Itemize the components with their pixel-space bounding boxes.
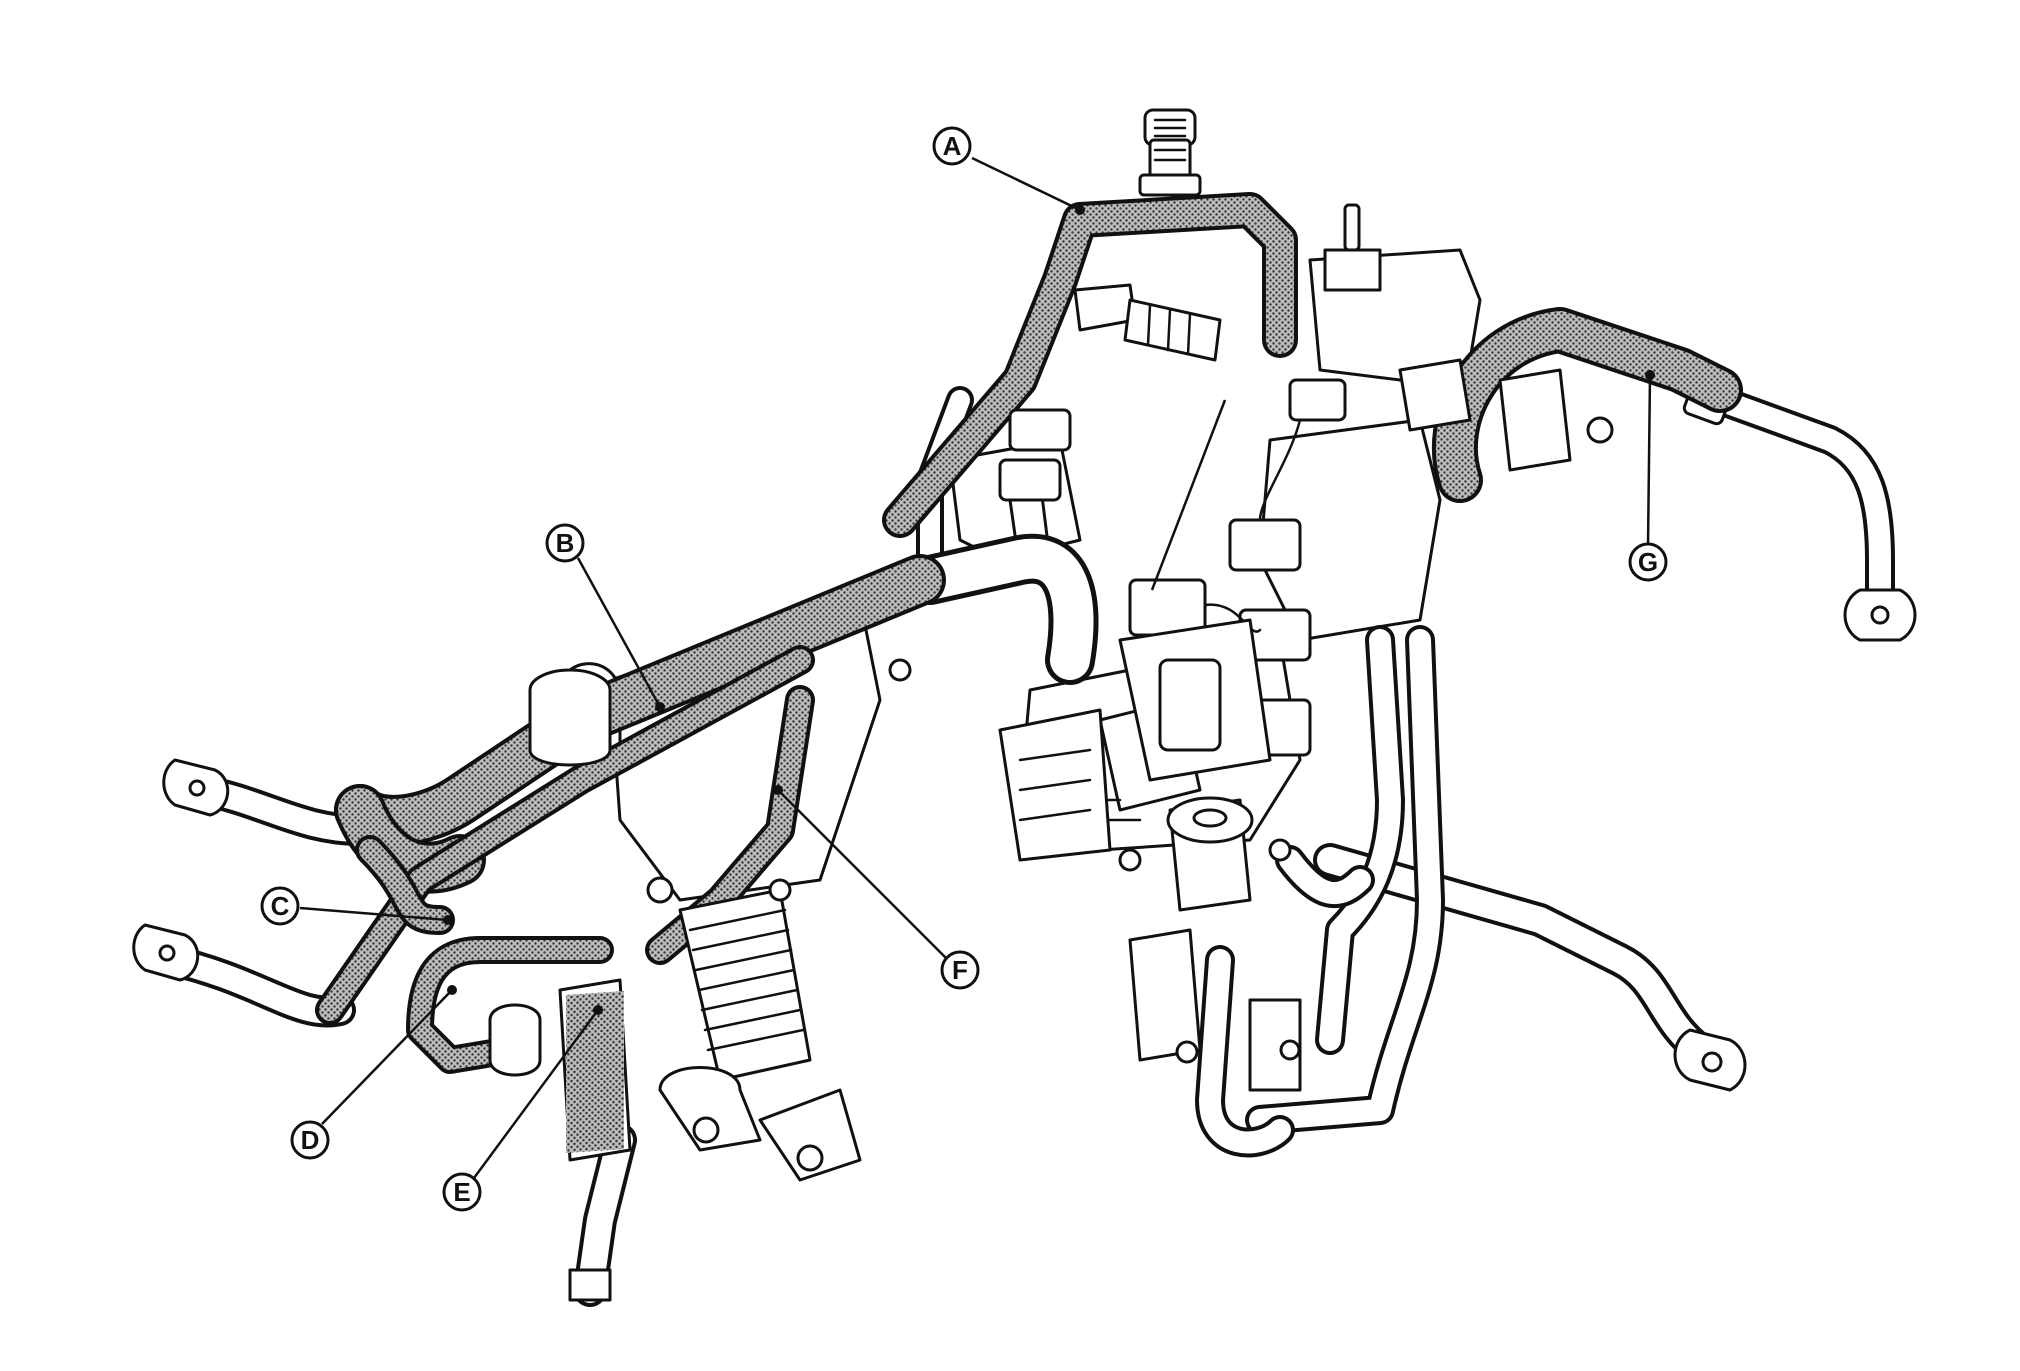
lower-clamp [658, 1066, 762, 1152]
hose-d [406, 936, 614, 1074]
left-cylinder [528, 668, 612, 767]
leader-a2 [1150, 399, 1227, 591]
callout-c: C [260, 886, 453, 926]
callout-d: D [290, 985, 457, 1160]
callout-label-a: A [943, 131, 962, 161]
callouts: A B C D E [260, 126, 1668, 1212]
callout-f: F [773, 785, 980, 990]
callout-label-g: G [1638, 547, 1658, 577]
callout-g: G [1628, 370, 1668, 582]
right-connector-block [1398, 358, 1572, 472]
small-pipe-top [1323, 203, 1382, 292]
left-fitting [488, 1003, 542, 1077]
callout-label-c: C [271, 891, 290, 921]
hose-g [1431, 307, 1743, 503]
service-valve [1138, 108, 1202, 197]
callout-e: E [442, 1005, 603, 1212]
callout-label-f: F [952, 955, 968, 985]
valve-cap [1166, 796, 1254, 912]
pressure-sensor [1073, 283, 1222, 362]
hose-e [558, 978, 632, 1162]
callout-b: B [545, 523, 665, 712]
callout-label-e: E [453, 1177, 470, 1207]
electrical-connectors [998, 378, 1347, 757]
callout-a: A [932, 126, 1085, 215]
callout-label-d: D [301, 1125, 320, 1155]
bolts [646, 416, 1614, 904]
components [488, 108, 1614, 1152]
cooler-stack [678, 888, 812, 1082]
hose-a [882, 192, 1298, 538]
callout-label-b: B [556, 528, 575, 558]
shaded-hoses [315, 192, 1743, 1162]
expansion-valve [998, 618, 1272, 862]
